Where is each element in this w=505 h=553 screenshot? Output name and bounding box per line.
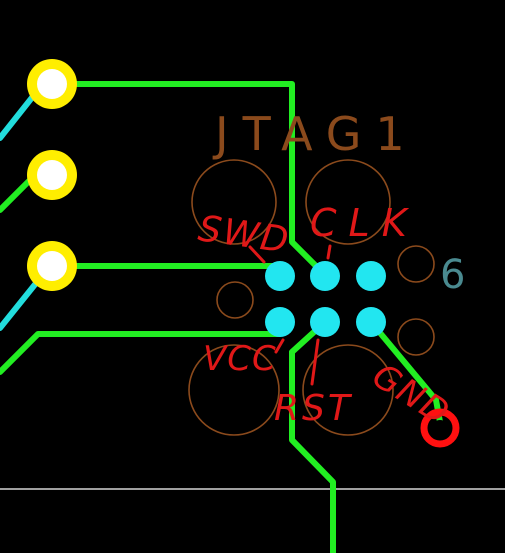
leader-rst <box>310 338 320 386</box>
trace-rst-down <box>289 319 336 553</box>
trace-left-to-vcc <box>0 331 283 375</box>
pad-2[interactable] <box>310 261 340 291</box>
via-1 <box>27 59 77 109</box>
silk-circle-top-left <box>191 159 277 245</box>
jtag-pads <box>265 261 386 337</box>
silk-circle-top-right <box>305 159 391 245</box>
via-3 <box>27 241 77 291</box>
gnd-via-hole <box>432 420 448 436</box>
silk-circle-bottom-right <box>302 344 394 436</box>
pin-count-label: 6 <box>440 252 465 298</box>
left-vias <box>27 59 77 291</box>
via-2 <box>27 150 77 200</box>
via-hole <box>37 160 67 190</box>
annotation-leaders <box>248 244 332 386</box>
silk-circle-small-top-right <box>397 245 435 283</box>
gnd-via-ring <box>420 408 460 448</box>
annotation-vcc: VCC <box>203 339 277 379</box>
pad-6[interactable] <box>356 307 386 337</box>
via-hole <box>37 251 67 281</box>
silk-circle-bottom-left <box>188 344 280 436</box>
silk-circle-small-left <box>216 281 254 319</box>
annotation-rst: RST <box>274 388 353 429</box>
leader-clk <box>326 244 332 260</box>
pad-3[interactable] <box>356 261 386 291</box>
via-hole <box>37 69 67 99</box>
pad-4[interactable] <box>265 307 295 337</box>
leader-swd <box>248 245 266 264</box>
leader-vcc <box>274 338 285 354</box>
silkscreen-outlines <box>188 159 435 436</box>
gnd-via[interactable] <box>420 408 460 448</box>
trace-left-to-via2 <box>0 177 33 213</box>
silk-circle-small-bottom-right <box>397 318 435 356</box>
pad-5[interactable] <box>310 307 340 337</box>
component-designator: JTAG1 <box>212 107 419 161</box>
top-layer-traces <box>0 81 443 553</box>
pad-1[interactable] <box>265 261 295 291</box>
annotation-clk: CLK <box>310 201 419 245</box>
trace-via1-to-swd <box>49 81 328 278</box>
